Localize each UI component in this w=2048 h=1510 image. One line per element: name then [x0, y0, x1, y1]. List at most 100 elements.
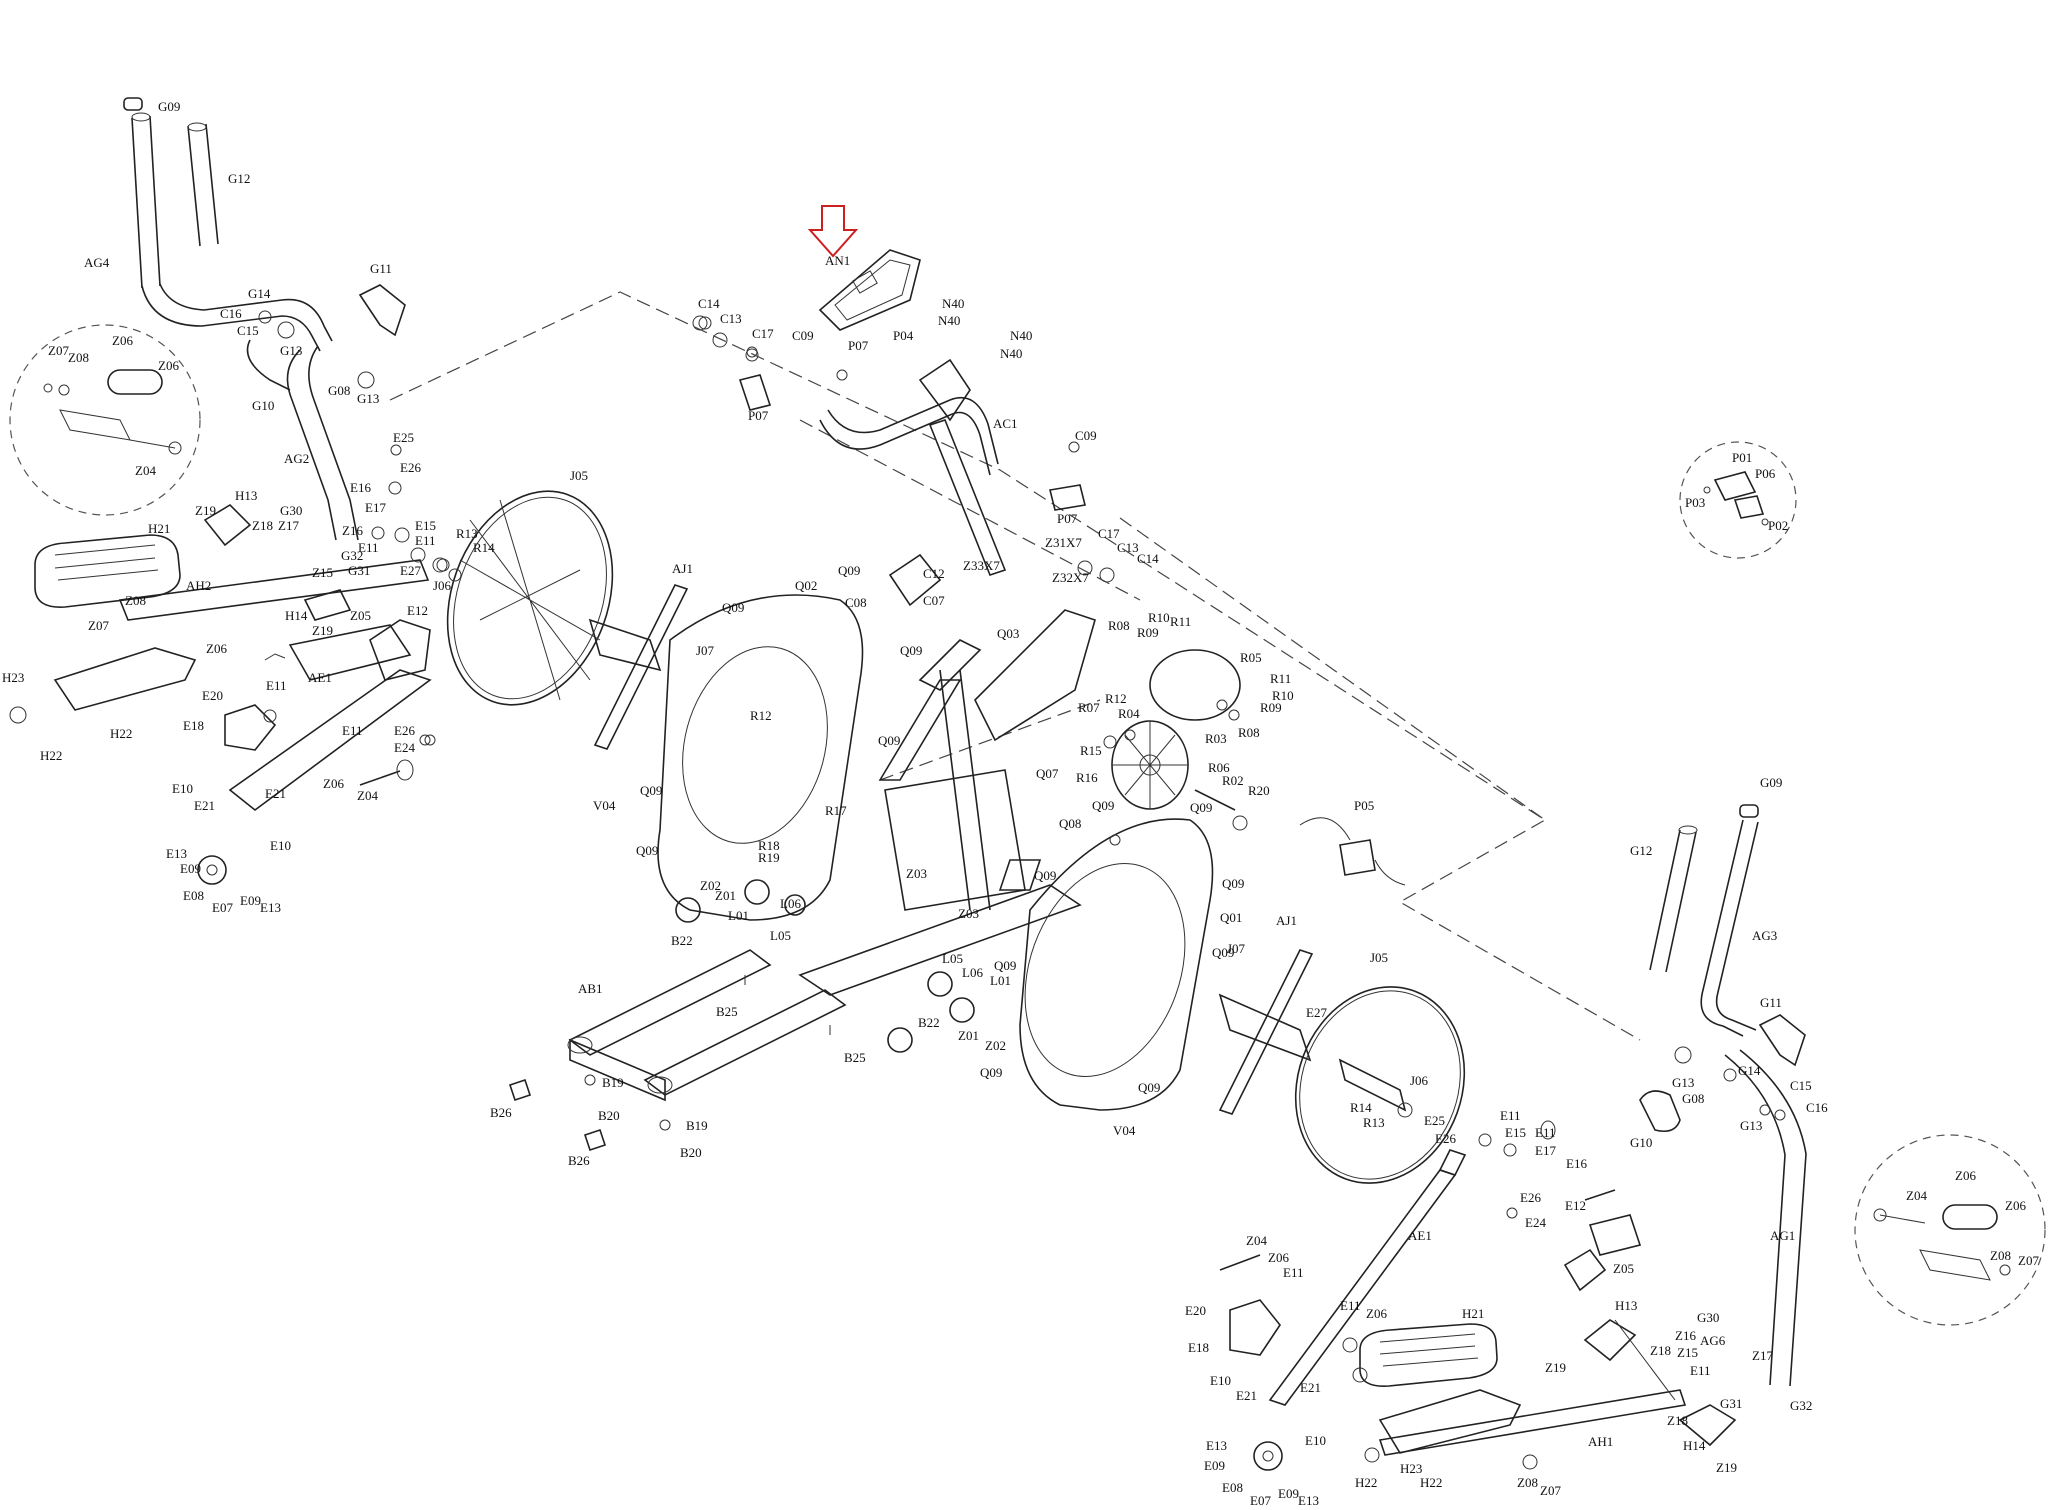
detail-circle-sensor	[1679, 441, 1797, 559]
callout-c17b: C17	[1098, 526, 1120, 541]
callout-z01a: Z01	[715, 888, 736, 903]
callout-e13a: E13	[166, 846, 187, 861]
callout-n40b: N40	[938, 313, 960, 328]
console-assembly	[818, 249, 921, 331]
callout-z06g: Z06	[1955, 1168, 1976, 1183]
callout-p03: P03	[1685, 495, 1705, 510]
callout-r18: R18	[758, 838, 780, 853]
callout-b25b: B25	[844, 1050, 866, 1065]
callout-r06: R06	[1208, 760, 1230, 775]
callout-z05b: Z05	[1613, 1261, 1634, 1276]
callout-z03b: Z03	[958, 906, 979, 921]
callout-r16: R16	[1076, 770, 1098, 785]
callout-z05a: Z05	[350, 608, 371, 623]
callout-r02: R02	[1222, 773, 1244, 788]
callout-l05b: L05	[942, 951, 963, 966]
callout-h23a: H23	[2, 670, 24, 685]
callout-q01: Q01	[1220, 910, 1242, 925]
main-frame	[798, 639, 1082, 996]
callout-b22a: B22	[671, 933, 693, 948]
callout-e08b: E08	[1222, 1480, 1243, 1495]
callout-p07a: P07	[848, 338, 869, 353]
callout-ag6: AG6	[1700, 1333, 1726, 1348]
callout-p01: P01	[1732, 450, 1752, 465]
callout-z06b: Z06	[158, 358, 179, 373]
callout-r04: R04	[1118, 706, 1140, 721]
callout-h21a: H21	[148, 521, 170, 536]
callout-e15b: E15	[1505, 1125, 1526, 1140]
callout-q09h: Q09	[1190, 800, 1212, 815]
callout-n40c: N40	[1010, 328, 1032, 343]
callout-z07b: Z07	[88, 618, 109, 633]
left-pedal-assembly	[9, 503, 432, 885]
callout-h22c: H22	[1355, 1475, 1377, 1490]
callout-e09b: E09	[240, 893, 261, 908]
callout-z15b: Z15	[1677, 1345, 1698, 1360]
callout-e11b: E11	[342, 723, 362, 738]
callout-e10a: E10	[172, 781, 193, 796]
callout-e26b: E26	[394, 723, 415, 738]
callout-c13a: C13	[720, 311, 742, 326]
callout-r08b: R08	[1238, 725, 1260, 740]
callout-ag1: AG1	[1770, 1228, 1795, 1243]
callout-l01a: L01	[728, 908, 749, 923]
callout-z08a: Z08	[68, 350, 89, 365]
callout-z02a: Z02	[700, 878, 721, 893]
callout-c09b: C09	[1075, 428, 1097, 443]
callout-q09l: Q09	[980, 1065, 1002, 1080]
callout-e27b: E27	[1306, 1005, 1327, 1020]
callout-c08: C08	[845, 595, 867, 610]
callout-e16b: E16	[1566, 1156, 1587, 1171]
transport-wheels	[744, 879, 975, 1023]
callout-c07: C07	[923, 593, 945, 608]
callout-e09a: E09	[180, 861, 201, 876]
callout-q09n: Q09	[1212, 945, 1234, 960]
callout-r03: R03	[1205, 731, 1227, 746]
callout-h22a: H22	[40, 748, 62, 763]
callout-aj1a: AJ1	[672, 561, 693, 576]
callout-g31b: G31	[1720, 1396, 1742, 1411]
callout-z19c: Z19	[1545, 1360, 1566, 1375]
callout-e20b: E20	[1185, 1303, 1206, 1318]
callout-r12b: R12	[1105, 691, 1127, 706]
callout-g11b: G11	[1760, 995, 1782, 1010]
callout-r13a: R13	[456, 526, 478, 541]
callout-g10: G10	[252, 398, 274, 413]
callout-e26d: E26	[1520, 1190, 1541, 1205]
callout-l06a: L06	[780, 896, 801, 911]
callout-e25a: E25	[393, 430, 414, 445]
down-arrow-icon	[807, 205, 859, 258]
callout-q02: Q02	[795, 578, 817, 593]
callout-p05: P05	[1354, 798, 1374, 813]
callout-e11e: E11	[1500, 1108, 1520, 1123]
callout-p07b: P07	[748, 408, 769, 423]
callout-e20a: E20	[202, 688, 223, 703]
callout-c14b: C14	[1137, 551, 1159, 566]
callout-n40d: N40	[1000, 346, 1022, 361]
callout-z15a: Z15	[312, 565, 333, 580]
callout-c12: C12	[923, 566, 945, 581]
callout-h13b: H13	[1615, 1298, 1637, 1313]
callout-q09m: Q09	[1138, 1080, 1160, 1095]
callout-r14b: R14	[1350, 1100, 1372, 1115]
callout-e13c: E13	[1206, 1438, 1227, 1453]
right-handlebar-assembly	[1639, 804, 1807, 1387]
callout-g13a: G13	[280, 343, 302, 358]
callout-e09d: E09	[1278, 1486, 1299, 1501]
callout-r11b: R11	[1270, 671, 1291, 686]
callout-g12: G12	[228, 171, 250, 186]
callout-e11a: E11	[266, 678, 286, 693]
callout-ah1: AH1	[1588, 1434, 1613, 1449]
callout-z06d: Z06	[323, 776, 344, 791]
callout-z06a: Z06	[112, 333, 133, 348]
assembly-guide-lines	[389, 291, 1641, 1041]
left-handlebar-assembly	[123, 97, 406, 541]
callout-z08c: Z08	[1517, 1475, 1538, 1490]
callout-z04b: Z04	[357, 788, 378, 803]
callout-g09b: G09	[1760, 775, 1782, 790]
callout-q03: Q03	[997, 626, 1019, 641]
callout-q09j: Q09	[1222, 876, 1244, 891]
callout-h14a: H14	[285, 608, 308, 623]
callout-e21b: E21	[194, 798, 215, 813]
